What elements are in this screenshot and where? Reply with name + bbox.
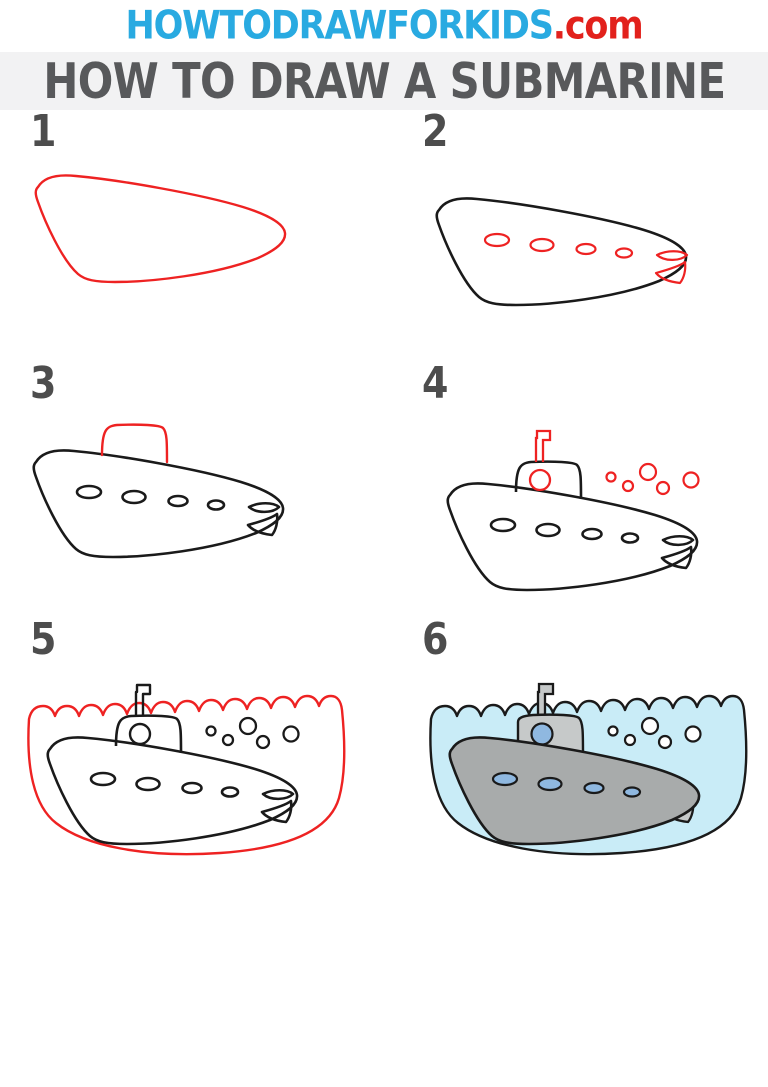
tail-fin-lower <box>660 545 693 570</box>
bubble-5 <box>684 725 702 743</box>
porthole-3 <box>583 781 605 795</box>
porthole-1 <box>75 484 103 500</box>
tail-fin-lower <box>246 512 279 537</box>
page-title-band: HOW TO DRAW A SUBMARINE <box>0 52 768 110</box>
bubble-1 <box>607 725 619 737</box>
tower-window <box>530 722 554 746</box>
step-2-drawing <box>435 197 689 307</box>
porthole-group <box>483 232 634 259</box>
step-number-1: 1 <box>30 105 57 157</box>
porthole-3 <box>181 781 203 795</box>
porthole-3 <box>167 494 189 508</box>
porthole-1 <box>489 517 517 533</box>
porthole-4 <box>220 786 240 798</box>
porthole-4 <box>622 786 642 798</box>
bubble-5 <box>682 471 700 489</box>
porthole-2 <box>537 776 563 792</box>
conning-tower <box>514 460 583 500</box>
porthole-2 <box>535 522 561 538</box>
tail-fin-horizontal <box>261 788 295 801</box>
conning-tower <box>114 714 183 754</box>
logo-suffix-text: .com <box>552 3 644 48</box>
logo-primary-text: HOWTODRAWFORKIDS <box>125 3 554 48</box>
porthole-4 <box>206 499 226 511</box>
submarine-body-outline <box>32 449 285 559</box>
existing-drawing <box>46 683 300 846</box>
tutorial-step-5: 5 <box>0 613 384 873</box>
tutorial-step-6: 6 <box>384 613 768 873</box>
tower-window <box>528 468 552 492</box>
water-outline <box>27 694 346 856</box>
bubble-group <box>205 716 300 750</box>
tower-window <box>128 722 152 746</box>
periscope <box>134 683 152 716</box>
page-title: HOW TO DRAW A SUBMARINE <box>42 52 726 110</box>
periscope <box>534 429 552 462</box>
step-6-drawing <box>429 682 748 856</box>
step-5-drawing <box>27 683 346 856</box>
bubble-4 <box>655 480 671 496</box>
existing-drawing <box>32 449 285 559</box>
submarine-body-outline <box>435 197 688 307</box>
porthole-1 <box>89 771 117 787</box>
bubble-3 <box>640 716 660 736</box>
site-logo-bar: HOWTODRAWFORKIDS.com <box>0 0 768 52</box>
bubble-4 <box>657 734 673 750</box>
porthole-1 <box>483 232 511 248</box>
tutorial-step-2: 2 <box>384 105 768 365</box>
porthole-4 <box>620 532 640 544</box>
step-number-4: 4 <box>422 357 449 409</box>
porthole-4 <box>614 247 634 259</box>
step-1-drawing <box>34 174 287 284</box>
step-number-6: 6 <box>422 613 449 665</box>
bubble-group <box>607 716 702 750</box>
tutorial-step-1: 1 <box>0 105 384 365</box>
tail-fin-horizontal <box>247 501 281 514</box>
tail-fin-horizontal <box>661 534 695 547</box>
porthole-3 <box>575 242 597 256</box>
tail-fin-lower <box>654 260 687 285</box>
porthole-1 <box>491 771 519 787</box>
submarine-body-outline <box>46 736 299 846</box>
tutorial-step-3: 3 <box>0 357 384 617</box>
porthole-group <box>491 771 642 798</box>
periscope <box>536 682 555 718</box>
bubble-4 <box>255 734 271 750</box>
bubble-5 <box>282 725 300 743</box>
tutorial-step-4: 4 <box>384 357 768 617</box>
porthole-3 <box>581 527 603 541</box>
tutorial-steps-grid: 1 2 3 <box>0 105 768 1070</box>
bubble-3 <box>638 462 658 482</box>
bubble-1 <box>605 471 617 483</box>
bubble-2 <box>221 733 235 747</box>
step-4-drawing <box>446 429 700 592</box>
submarine-body-outline <box>34 174 287 284</box>
step-number-3: 3 <box>30 357 57 409</box>
existing-drawing <box>446 460 699 592</box>
porthole-2 <box>135 776 161 792</box>
conning-tower <box>100 423 169 464</box>
step-number-2: 2 <box>422 105 449 157</box>
bubble-1 <box>205 725 217 737</box>
tail-fin-lower <box>260 799 293 824</box>
porthole-2 <box>529 237 555 253</box>
tail-fin-horizontal <box>655 250 689 261</box>
bubble-group <box>605 462 700 496</box>
submarine-body-outline <box>446 482 699 592</box>
submarine-body <box>448 736 701 846</box>
step-number-5: 5 <box>30 613 57 665</box>
bubble-2 <box>621 479 635 493</box>
porthole-2 <box>121 489 147 505</box>
step-3-drawing <box>32 423 285 559</box>
bubble-3 <box>238 716 258 736</box>
site-logo: HOWTODRAWFORKIDS.com <box>125 3 644 48</box>
bubble-2 <box>623 733 637 747</box>
